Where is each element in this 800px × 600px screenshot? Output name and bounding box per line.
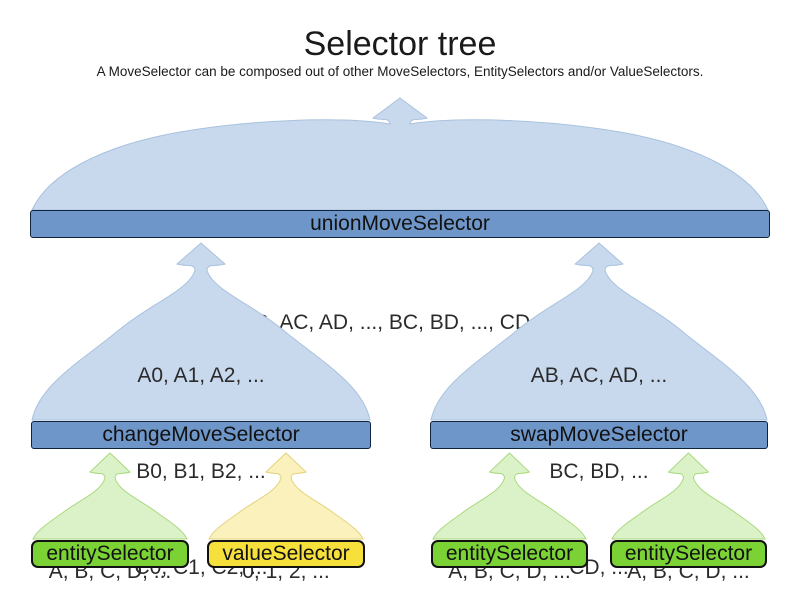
value-selector-box: valueSelector	[207, 540, 365, 568]
entity-mid-funnel-shape	[432, 452, 587, 540]
change-funnel-shape	[31, 242, 371, 421]
entity-mid-funnel-arrow-path	[432, 452, 587, 540]
union-move-selector-box: unionMoveSelector	[30, 210, 770, 238]
change-move-selector-label: changeMoveSelector	[102, 423, 300, 446]
swap-items-line: AB, AC, AD, ...	[530, 364, 668, 387]
swap-move-selector-label: swapMoveSelector	[510, 423, 688, 446]
entity-selector-box-left: entitySelector	[31, 540, 189, 568]
swap-funnel-shape	[430, 242, 768, 421]
change-funnel-arrow-path	[31, 242, 371, 421]
entity-right-funnel-shape	[611, 452, 766, 540]
swap-move-selector-box: swapMoveSelector	[430, 421, 768, 449]
value-funnel-arrow-path	[208, 452, 364, 540]
page-title: Selector tree	[303, 25, 497, 63]
entity-selector-box-right: entitySelector	[610, 540, 767, 568]
entity-left-funnel-arrow-path	[32, 452, 188, 540]
value-funnel-shape	[208, 452, 364, 540]
change-items-line: A0, A1, A2, ...	[137, 364, 265, 387]
union-move-selector-label: unionMoveSelector	[310, 212, 490, 235]
value-selector-label: valueSelector	[222, 542, 350, 565]
change-move-selector-box: changeMoveSelector	[31, 421, 371, 449]
entity-selector-label: entitySelector	[445, 542, 574, 565]
entity-right-funnel-arrow-path	[611, 452, 766, 540]
entity-left-funnel-shape	[32, 452, 188, 540]
entity-selector-box-mid: entitySelector	[431, 540, 588, 568]
entity-selector-label: entitySelector	[46, 542, 174, 565]
entity-selector-label: entitySelector	[624, 542, 753, 565]
change-items-line: B0, B1, B2, ...	[136, 460, 266, 483]
page-subtitle: A MoveSelector can be composed out of ot…	[96, 64, 704, 79]
swap-funnel-arrow-path	[430, 242, 768, 421]
swap-items-line: BC, BD, ...	[549, 460, 649, 483]
